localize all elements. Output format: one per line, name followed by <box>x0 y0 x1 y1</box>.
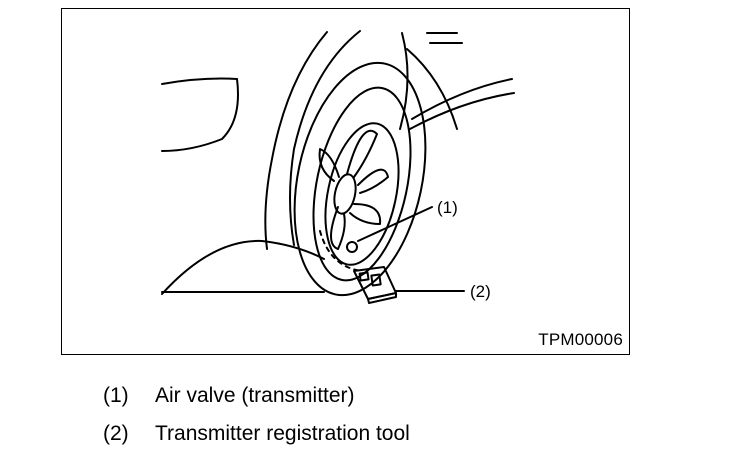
tire-outer <box>293 61 427 297</box>
body-line-top <box>161 77 238 85</box>
callout-2-label: (2) <box>470 282 491 301</box>
fender-arch-inner <box>289 30 361 246</box>
callout-1-leader <box>357 206 433 242</box>
legend-text: Air valve (transmitter) <box>155 384 355 407</box>
body-lower <box>161 239 325 295</box>
figure-code: TPM00006 <box>538 330 623 349</box>
body-rear-top <box>399 32 409 130</box>
body-rear-line-2 <box>411 78 513 120</box>
hub <box>333 173 357 215</box>
body-rear-line-3 <box>409 92 515 130</box>
legend-number: (2) <box>103 422 129 445</box>
body-rear-line <box>406 48 458 130</box>
tire-valve-drawing <box>161 30 515 304</box>
callout-1-label: (1) <box>437 198 458 217</box>
spoke-5 <box>357 168 389 194</box>
spoke-2 <box>349 203 382 225</box>
body-line-fender-front <box>161 78 239 152</box>
legend-number: (1) <box>103 384 129 407</box>
registration-tool-drawing <box>353 266 397 304</box>
fender-arch <box>264 31 328 250</box>
air-valve <box>346 241 358 253</box>
spoke-1 <box>346 129 378 178</box>
legend-item-1: (1) Air valve (transmitter) <box>103 384 355 408</box>
legend-text: Transmitter registration tool <box>155 422 410 445</box>
rim <box>324 122 400 266</box>
spoke-3 <box>330 206 346 250</box>
legend-item-2: (2) Transmitter registration tool <box>103 422 410 446</box>
illustration-frame: (1) (2) TPM00006 <box>61 8 630 355</box>
tire-inner <box>312 86 412 282</box>
spoke-4 <box>318 148 340 182</box>
